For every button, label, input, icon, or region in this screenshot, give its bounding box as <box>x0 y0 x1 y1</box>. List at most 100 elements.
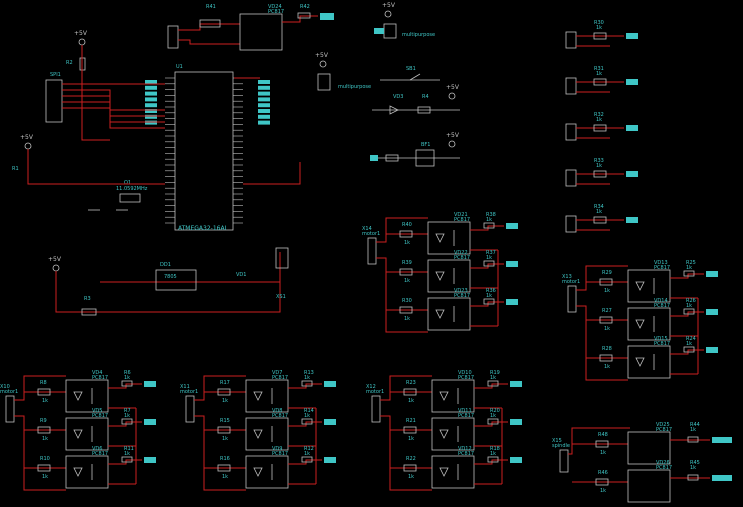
resistor <box>403 388 417 396</box>
resistor <box>403 464 417 472</box>
resistor-value: 1k <box>222 436 228 442</box>
optocoupler <box>627 431 671 465</box>
opto-part: PC817 <box>92 375 108 381</box>
resistor-value: 1k <box>404 316 410 322</box>
plus5v-bf1: +5V <box>446 132 460 139</box>
net-tag <box>144 457 156 463</box>
opto-part: PC817 <box>458 451 474 457</box>
optocoupler <box>427 221 471 255</box>
led-symbol <box>253 391 263 401</box>
resistor-label: R28 <box>602 346 612 352</box>
optocoupler <box>65 417 109 451</box>
reset-wire <box>27 149 165 185</box>
vd24-label: VD24 <box>268 4 282 10</box>
resistor <box>687 436 699 443</box>
spi-block: SPI1 +5V R2 +5V R1 <box>12 30 88 172</box>
opto-part: PC817 <box>272 375 288 381</box>
net-tag <box>706 309 718 315</box>
resistor <box>37 426 51 434</box>
resistor <box>217 464 231 472</box>
net-tag <box>712 475 732 481</box>
opto-part: PC817 <box>458 413 474 419</box>
resistor-label: R7 <box>124 408 131 414</box>
resistor-value: 1k <box>490 375 496 381</box>
resistor-label: R44 <box>690 422 700 428</box>
small-connector <box>565 123 577 141</box>
small-connector <box>565 215 577 233</box>
resistor <box>593 170 607 178</box>
resistor <box>595 440 609 448</box>
crystal-value: 11.0592MHz <box>116 186 148 192</box>
resistor-value: 1k <box>42 398 48 404</box>
connector-sub: motor1 <box>562 279 580 285</box>
mcu-net-tag <box>145 85 157 90</box>
mcu-net-tag <box>145 103 157 108</box>
opto-label: VD26 <box>656 460 670 466</box>
resistor-label: R22 <box>406 456 416 462</box>
resistor-label: R11 <box>124 446 134 452</box>
net-tag <box>506 223 518 229</box>
led-symbol <box>635 357 645 367</box>
net-tag <box>510 419 522 425</box>
optocoupler <box>65 455 109 489</box>
multipurpose-mid: multipurpose <box>338 84 371 90</box>
opto-part: PC817 <box>92 413 108 419</box>
resistor <box>121 456 133 463</box>
opto-label: VD22 <box>454 250 468 256</box>
mcu-net-tag <box>258 103 270 108</box>
net-tag <box>626 171 638 177</box>
crystal-ref: Q1 <box>124 180 131 186</box>
resistor-value: 1k <box>486 255 492 261</box>
sb1-block: SB1 VD3 R4 +5V <box>372 66 460 115</box>
resistor <box>599 354 613 362</box>
optocoupler <box>431 417 475 451</box>
resistor-label: R10 <box>40 456 50 462</box>
resistor-value: 1k <box>604 364 610 370</box>
connector <box>371 395 381 423</box>
resistor-value: 1k <box>486 217 492 223</box>
mcu-net-tag <box>258 80 270 84</box>
resistor-value: 1k <box>408 474 414 480</box>
mcu-net-tag <box>145 80 157 84</box>
resistor-label: R45 <box>690 460 700 466</box>
resistor-value: 1k <box>596 25 602 31</box>
net-tag <box>706 271 718 277</box>
plus5v-mp: +5V <box>315 52 329 59</box>
resistor-value: 1k <box>604 326 610 332</box>
resistor-value: 1k <box>686 341 692 347</box>
connector-label: X13 <box>562 274 572 280</box>
connector-label: X15 <box>552 438 562 444</box>
resistor <box>483 260 495 267</box>
resistor-value: 1k <box>408 398 414 404</box>
resistor <box>487 456 499 463</box>
net-tag <box>506 261 518 267</box>
connector <box>185 395 195 423</box>
opto-label: VD15 <box>654 336 668 342</box>
resistor-value: 1k <box>42 436 48 442</box>
resistor <box>599 316 613 324</box>
opto-part: PC817 <box>654 341 670 347</box>
resistor-label: R38 <box>486 212 496 218</box>
resistor-value: 1k <box>596 117 602 123</box>
wire <box>194 375 246 401</box>
mcu-net-tag <box>145 120 157 125</box>
resistor-label: R27 <box>602 308 612 314</box>
resistor-value: 1k <box>486 293 492 299</box>
mcu-net-tag <box>258 109 270 113</box>
connector <box>367 237 377 265</box>
opto-label: VD12 <box>458 446 472 452</box>
resistor-label: R24 <box>686 336 696 342</box>
resistor-label: R34 <box>594 204 604 210</box>
resistor-label: R33 <box>594 158 604 164</box>
bf1-block: BF1 +5V <box>370 132 460 167</box>
mcu-net-tag <box>258 91 270 96</box>
resistor-label: R40 <box>402 222 412 228</box>
resistor-value: 1k <box>686 265 692 271</box>
resistor-value: 1k <box>690 465 696 471</box>
led-symbol <box>73 467 83 477</box>
connector-sub: motor1 <box>180 389 198 395</box>
r2-label: R2 <box>66 60 73 66</box>
resistor-value: 1k <box>686 303 692 309</box>
resistor-label: R36 <box>486 288 496 294</box>
led-symbol <box>435 271 445 281</box>
